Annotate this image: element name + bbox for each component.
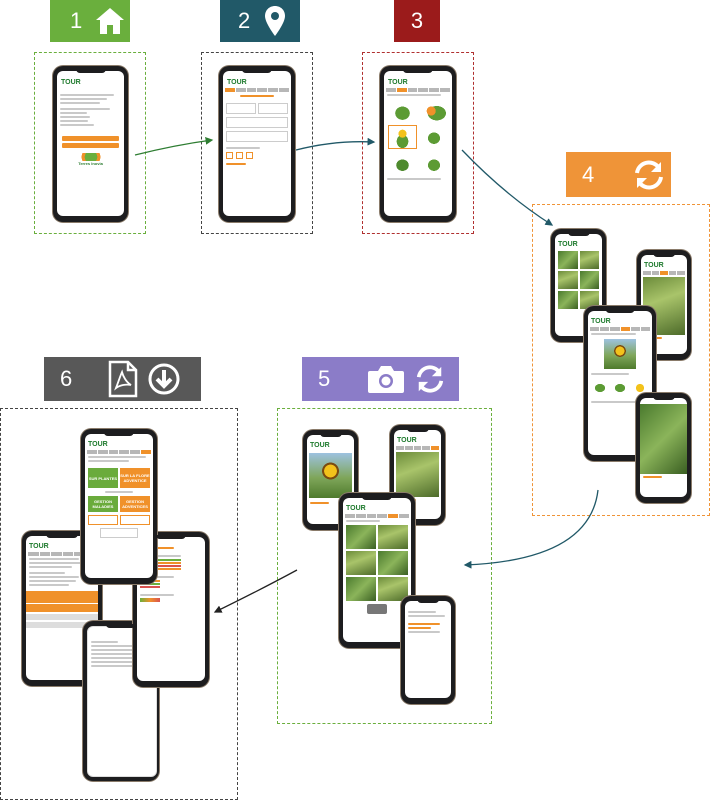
phone-step-2: TOUR	[219, 66, 295, 222]
arrow-5-to-6	[213, 569, 298, 613]
download-icon	[148, 363, 180, 395]
phone-step-1: TOUR Terres Inovia	[53, 66, 128, 222]
sur-flore-button[interactable]: SUR LA FLORE ADVENTICE	[120, 468, 150, 488]
step-number: 4	[582, 161, 595, 187]
arrow-2-to-3	[295, 137, 376, 151]
step-number: 6	[60, 366, 73, 391]
step-1-badge: 1	[50, 0, 130, 42]
home-icon	[96, 8, 125, 34]
arrow-4-to-5	[463, 489, 599, 569]
step-number: 2	[238, 8, 251, 33]
step-5-badge: 5	[302, 357, 459, 401]
phone-step-4a: TOUR	[551, 229, 606, 342]
step-1-frame	[34, 52, 146, 234]
refresh-icon	[635, 160, 664, 189]
brand-logo: Terres Inovia	[75, 153, 106, 166]
step-2-badge: 2	[220, 0, 300, 42]
gestion-maladies-button[interactable]: GESTION MALADIES	[88, 496, 118, 512]
phone-step-6-main: TOUR SUR PLANTES SUR LA FLORE ADVENTICE …	[81, 429, 157, 584]
sur-plantes-button[interactable]: SUR PLANTES	[88, 468, 118, 488]
step-3-frame	[362, 52, 474, 234]
map-pin-icon	[265, 6, 286, 36]
arrow-1-to-2	[134, 137, 214, 156]
phone-step-4d	[636, 393, 691, 503]
camera-icon	[368, 366, 405, 393]
phone-step-5c: TOUR	[339, 493, 415, 648]
step-tabs[interactable]	[225, 88, 289, 92]
step-number: 3	[410, 8, 424, 33]
step-number: 5	[318, 366, 331, 391]
step-number: 1	[70, 8, 83, 33]
refresh-icon	[417, 365, 444, 393]
phone-step-5d	[401, 596, 455, 704]
step-5-frame	[277, 408, 492, 724]
step-3-badge: 3	[394, 0, 440, 42]
gestion-adventices-button[interactable]: GESTION ADVENTICES	[120, 496, 150, 512]
step-6-badge: 6	[44, 357, 201, 401]
phone-step-3: TOUR	[380, 66, 456, 222]
arrow-3-to-4	[461, 149, 554, 226]
phone-step-5a: TOUR	[303, 430, 358, 530]
app-logo: TOUR	[61, 79, 81, 86]
step-4-badge: 4	[566, 152, 671, 197]
pdf-file-icon	[109, 360, 138, 398]
step-2-frame	[201, 52, 313, 234]
